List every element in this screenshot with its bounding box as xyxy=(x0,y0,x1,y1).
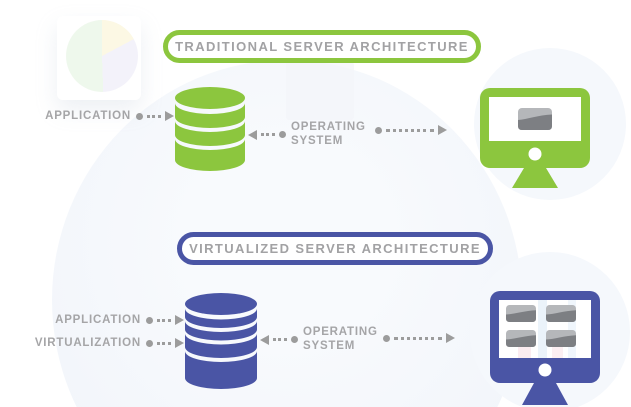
pie-chart-icon xyxy=(66,20,138,92)
virtualized-os-to-monitor-arrow xyxy=(383,332,455,344)
database-icon xyxy=(175,87,245,171)
operating-system-label: OPERATING SYSTEM xyxy=(303,326,378,352)
operating-system-label: OPERATING SYSTEM xyxy=(291,121,366,147)
dotted-arrow-left-icon xyxy=(260,334,298,345)
virtualized-os-row: OPERATING SYSTEM xyxy=(260,326,389,353)
monitor-vm-grid-icon xyxy=(490,291,600,405)
virtualized-application-row: APPLICATION xyxy=(55,314,184,326)
virtualization-row: VIRTUALIZATION xyxy=(35,337,184,349)
traditional-os-row: OPERATING SYSTEM xyxy=(248,121,377,148)
traditional-os-to-monitor-arrow xyxy=(375,124,447,136)
virtualized-badge: VIRTUALIZED SERVER ARCHITECTURE xyxy=(177,232,493,265)
monitor-icon xyxy=(480,88,590,188)
dotted-arrow-left-icon xyxy=(248,129,286,140)
virtualization-label: VIRTUALIZATION xyxy=(34,337,141,349)
dotted-arrow-right-icon xyxy=(146,315,184,325)
faint-document-watermark xyxy=(286,62,354,120)
traditional-application-row: APPLICATION xyxy=(45,110,174,122)
dotted-arrow-right-icon xyxy=(375,125,447,135)
traditional-badge: TRADITIONAL SERVER ARCHITECTURE xyxy=(163,30,481,63)
database-icon xyxy=(185,293,257,389)
traditional-badge-label: TRADITIONAL SERVER ARCHITECTURE xyxy=(175,39,469,54)
virtualized-badge-label: VIRTUALIZED SERVER ARCHITECTURE xyxy=(189,241,481,256)
dotted-arrow-right-icon xyxy=(136,111,174,121)
application-label: APPLICATION xyxy=(55,314,141,326)
dotted-arrow-right-icon xyxy=(146,338,184,348)
application-label: APPLICATION xyxy=(45,110,131,122)
dotted-arrow-right-icon xyxy=(383,333,455,343)
